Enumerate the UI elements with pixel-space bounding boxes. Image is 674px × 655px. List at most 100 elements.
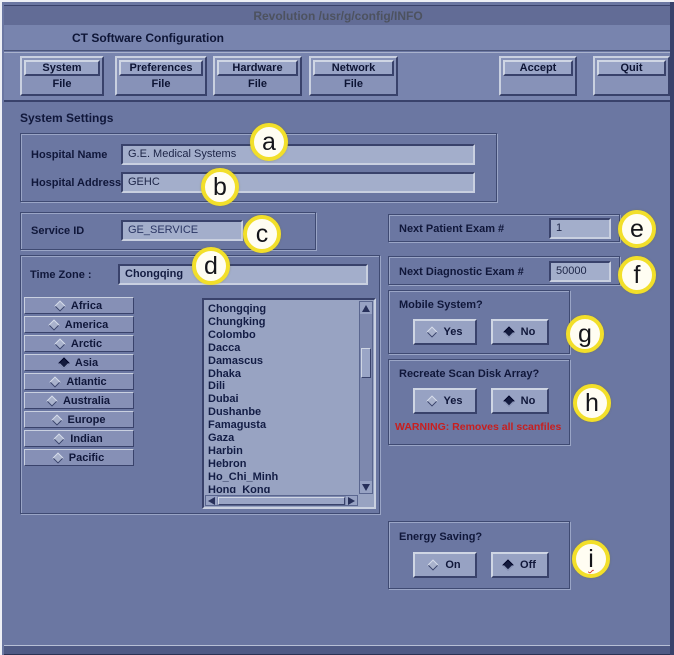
region-radio-africa[interactable]: Africa <box>24 297 134 314</box>
region-radio-indian[interactable]: Indian <box>24 430 134 447</box>
menu-group-quit: Quit <box>593 56 670 96</box>
scanfiles-warning-text: WARNING: Removes all scanfiles <box>395 421 562 433</box>
annotation-badge-a: a <box>250 123 288 161</box>
list-item[interactable]: Damascus <box>208 354 264 367</box>
region-radio-asia[interactable]: Asia <box>24 354 134 371</box>
region-radio-australia[interactable]: Australia <box>24 392 134 409</box>
menu-group-system: System File <box>20 56 104 96</box>
preferences-button[interactable]: Preferences <box>119 60 203 76</box>
recreate-array-groupbox: Recreate Scan Disk Array? Yes No WARNING… <box>388 359 570 445</box>
next-patient-groupbox: Next Patient Exam # 1 <box>388 214 620 242</box>
recreate-array-label: Recreate Scan Disk Array? <box>399 368 540 380</box>
horizontal-scroll-thumb[interactable] <box>218 497 345 505</box>
annotation-badge-f: f <box>618 256 656 294</box>
annotation-badge-e: e <box>618 210 656 248</box>
menu-bar-label: CT Software Configuration <box>72 31 224 45</box>
energy-saving-groupbox: Energy Saving? On Off <box>388 521 570 589</box>
radio-diamond-icon <box>50 413 63 426</box>
next-patient-field[interactable]: 1 <box>549 218 611 239</box>
menu-group-accept: Accept <box>499 56 577 96</box>
preferences-file-button[interactable]: File <box>151 78 171 90</box>
city-list-items: Chongqing Chungking Colombo Dacca Damasc… <box>208 303 357 493</box>
vertical-scroll-thumb[interactable] <box>361 348 371 378</box>
radio-diamond-icon <box>48 318 60 331</box>
list-item[interactable]: Dacca <box>208 341 241 354</box>
recreate-no-button[interactable]: No <box>491 388 549 414</box>
next-patient-label: Next Patient Exam # <box>399 223 505 235</box>
radio-diamond-selected-icon <box>502 395 515 407</box>
energy-on-button[interactable]: On <box>413 552 477 578</box>
hardware-button[interactable]: Hardware <box>217 60 298 76</box>
radio-diamond-icon <box>425 326 438 338</box>
list-item[interactable]: Chungking <box>208 315 266 328</box>
hospital-name-label: Hospital Name <box>31 149 108 161</box>
window-title: Revolution /usr/g/config/INFO <box>253 9 423 23</box>
radio-diamond-icon <box>52 451 64 464</box>
annotation-badge-i: i <box>572 540 610 578</box>
system-button[interactable]: System <box>24 60 100 76</box>
region-radio-atlantic[interactable]: Atlantic <box>24 373 134 390</box>
scroll-up-icon[interactable] <box>360 302 372 314</box>
toolbar: System File Preferences File Hardware Fi… <box>4 52 672 102</box>
vertical-scrollbar[interactable] <box>359 301 373 494</box>
list-item[interactable]: Hebron <box>208 457 247 470</box>
menu-group-hardware: Hardware File <box>213 56 302 96</box>
recreate-yes-button[interactable]: Yes <box>413 388 477 414</box>
menu-group-preferences: Preferences File <box>115 56 207 96</box>
window-titlebar[interactable]: Revolution /usr/g/config/INFO <box>4 5 672 25</box>
list-item[interactable]: Dushanbe <box>208 406 262 419</box>
energy-off-button[interactable]: Off <box>491 552 549 578</box>
system-file-button[interactable]: File <box>52 78 72 90</box>
annotation-badge-d: d <box>192 247 230 285</box>
list-item[interactable]: Ho_Chi_Minh <box>208 470 279 483</box>
quit-empty-cell <box>595 76 668 93</box>
list-item[interactable]: Colombo <box>208 328 256 341</box>
radio-diamond-selected-icon <box>502 559 514 571</box>
list-item[interactable]: Dhaka <box>208 367 242 380</box>
page-title: System Settings <box>20 111 114 125</box>
mobile-no-button[interactable]: No <box>491 319 549 345</box>
list-item[interactable]: Gaza <box>208 432 235 445</box>
radio-diamond-icon <box>46 394 58 407</box>
next-diagnostic-field[interactable]: 50000 <box>549 261 611 282</box>
list-item[interactable]: Famagusta <box>208 419 267 432</box>
hardware-file-button[interactable]: File <box>248 78 267 90</box>
annotation-badge-h: h <box>573 384 611 422</box>
radio-diamond-icon <box>427 559 440 571</box>
next-diagnostic-label: Next Diagnostic Exam # <box>399 266 524 278</box>
radio-diamond-icon <box>425 395 438 407</box>
mobile-yes-button[interactable]: Yes <box>413 319 477 345</box>
radio-diamond-icon <box>54 299 66 312</box>
hospital-name-field[interactable]: G.E. Medical Systems <box>121 144 475 165</box>
network-button[interactable]: Network <box>313 60 394 76</box>
hospital-address-label: Hospital Address <box>31 177 122 189</box>
scroll-down-icon[interactable] <box>360 481 372 493</box>
list-item[interactable]: Hong_Kong <box>208 483 271 493</box>
mobile-system-label: Mobile System? <box>399 299 483 311</box>
region-radio-america[interactable]: America <box>24 316 134 333</box>
radio-diamond-icon <box>49 375 61 388</box>
service-id-label: Service ID <box>31 225 85 237</box>
list-item[interactable]: Chongqing <box>208 303 267 315</box>
timezone-label: Time Zone : <box>30 269 92 281</box>
hospital-address-field[interactable]: GEHC <box>121 172 475 193</box>
scroll-right-icon[interactable] <box>346 496 357 505</box>
timezone-field[interactable]: Chongqing <box>118 264 368 285</box>
list-item[interactable]: Dubai <box>208 393 239 406</box>
region-radio-pacific[interactable]: Pacific <box>24 449 134 466</box>
list-item[interactable]: Dili <box>208 380 226 393</box>
accept-button[interactable]: Accept <box>503 60 573 76</box>
scroll-left-icon[interactable] <box>206 496 217 505</box>
accept-empty-cell <box>501 76 575 93</box>
service-id-field[interactable]: GE_SERVICE <box>121 220 243 241</box>
network-file-button[interactable]: File <box>344 78 363 90</box>
quit-button[interactable]: Quit <box>597 60 666 76</box>
horizontal-scrollbar[interactable] <box>205 495 358 506</box>
window-right-frame <box>670 2 674 655</box>
annotation-badge-c: c <box>243 215 281 253</box>
list-item[interactable]: Harbin <box>208 444 243 457</box>
region-radio-arctic[interactable]: Arctic <box>24 335 134 352</box>
window-bottom-frame <box>4 645 672 655</box>
region-radio-europe[interactable]: Europe <box>24 411 134 428</box>
